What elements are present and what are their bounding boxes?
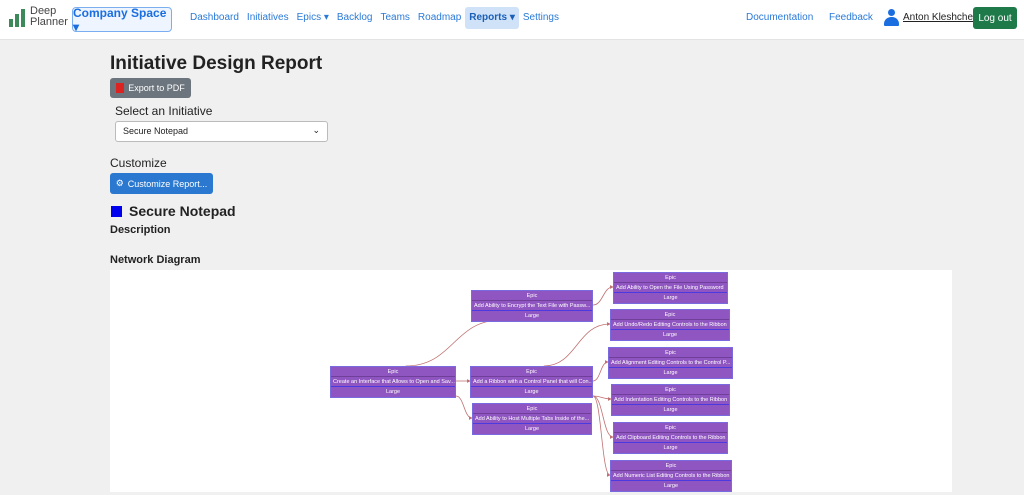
- dependency-edge: [405, 318, 503, 367]
- epic-node-type: Epic: [473, 404, 591, 414]
- nav-teams[interactable]: Teams: [380, 12, 410, 23]
- epic-node-type: Epic: [614, 423, 727, 433]
- customize-label: Customize: [110, 156, 167, 170]
- select-value: Secure Notepad: [123, 126, 189, 136]
- network-diagram-heading: Network Diagram: [110, 254, 201, 266]
- user-profile-link[interactable]: Anton Kleshchev: [884, 9, 978, 26]
- export-label: Export to PDF: [128, 83, 185, 93]
- nav-initiatives[interactable]: Initiatives: [246, 12, 289, 23]
- nav-settings[interactable]: Settings: [522, 12, 559, 23]
- dependency-edge: [543, 322, 611, 367]
- logo-line2: Planner: [30, 16, 68, 28]
- epic-node-size: Large: [663, 445, 678, 451]
- user-name: Anton Kleshchev: [903, 12, 979, 23]
- page-title: Initiative Design Report: [110, 53, 323, 74]
- dependency-edge: [455, 395, 473, 420]
- epic-node-name: Add Indentation Editing Controls to the …: [612, 397, 729, 405]
- epic-node-size: Large: [662, 332, 678, 338]
- epic-node-type: Epic: [472, 291, 592, 301]
- epic-node-type: Epic: [609, 348, 732, 358]
- customize-report-button[interactable]: ⚙Customize Report...: [110, 173, 213, 194]
- epic-node-name: Add Undo/Redo Editing Controls to the Ri…: [611, 320, 729, 330]
- initiative-name: Secure Notepad: [129, 203, 236, 219]
- epic-node-name: Add Clipboard Editing Controls to the Ri…: [614, 435, 727, 443]
- company-space-dropdown[interactable]: Company Space ▾: [72, 6, 172, 34]
- epic-node-size: Large: [663, 483, 679, 489]
- pdf-icon: [116, 83, 125, 93]
- initiative-select[interactable]: Secure Notepad ⌄: [115, 121, 328, 142]
- dependency-edge: [592, 395, 612, 401]
- dependency-edge: [592, 395, 614, 439]
- epic-node-type: Epic: [611, 461, 731, 471]
- dependency-edge: [592, 395, 611, 477]
- logout-button[interactable]: Log out: [973, 7, 1017, 29]
- epic-node-size: Large: [663, 370, 678, 376]
- user-icon: [884, 9, 899, 26]
- nav-backlog[interactable]: Backlog: [336, 12, 373, 23]
- description-heading: Description: [110, 224, 171, 236]
- nav-dashboard[interactable]: Dashboard: [190, 12, 239, 23]
- epic-node-name: Create an Interface that Allows to Open …: [331, 379, 455, 387]
- epic-node-name: Add Numeric List Editing Controls to the…: [611, 473, 731, 481]
- epic-node-type: Epic: [612, 385, 729, 395]
- nav-epics[interactable]: Epics ▾: [296, 12, 329, 23]
- chevron-down-icon: ⌄: [312, 125, 320, 135]
- epic-node-size: Large: [663, 407, 678, 413]
- select-initiative-label: Select an Initiative: [115, 104, 213, 118]
- epic-node-size: Large: [663, 295, 678, 301]
- customize-button-label: Customize Report...: [127, 178, 208, 189]
- epic-node-size: Large: [385, 389, 401, 395]
- logo-chart-icon: [9, 7, 27, 27]
- epic-node-name: Add a Ribbon with a Control Panel that w…: [471, 379, 592, 387]
- epic-node-type: Epic: [471, 367, 592, 377]
- epic-node-size: Large: [524, 426, 540, 432]
- epic-node-type: Epic: [614, 273, 727, 283]
- nav-reports[interactable]: Reports ▾: [465, 7, 519, 29]
- feedback-link[interactable]: Feedback: [829, 12, 873, 23]
- dependency-edge: [592, 285, 614, 306]
- epic-node-name: Add Alignment Editing Controls to the Co…: [609, 360, 732, 368]
- gear-icon: ⚙: [115, 178, 124, 188]
- initiative-color-swatch: [111, 206, 122, 217]
- epic-node-size: Large: [524, 313, 540, 319]
- epic-node-name: Add Ability to Encrypt the Text File wit…: [472, 303, 592, 311]
- epic-node-size: Large: [524, 389, 539, 395]
- epic-node-name: Add Ability to Open the File Using Passw…: [614, 283, 727, 293]
- documentation-link[interactable]: Documentation: [746, 12, 814, 23]
- export-pdf-button[interactable]: Export to PDF: [110, 78, 191, 98]
- nav-roadmap[interactable]: Roadmap: [417, 12, 462, 23]
- epic-node-type: Epic: [611, 310, 729, 320]
- epic-node-name: Add Ability to Host Multiple Tabs Inside…: [473, 416, 591, 424]
- dependency-edge: [592, 360, 609, 382]
- logo-line1: Deep: [30, 5, 57, 17]
- epic-node-type: Epic: [331, 367, 455, 377]
